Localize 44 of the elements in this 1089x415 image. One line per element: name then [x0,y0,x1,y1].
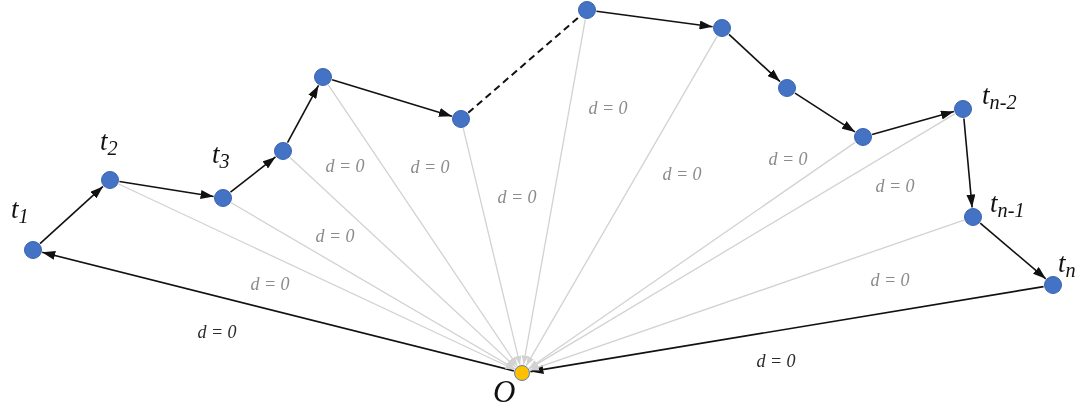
point-marker [214,189,232,207]
arrow [117,183,515,371]
point-marker [24,241,42,259]
point-marker [578,1,596,19]
point-marker [314,68,332,86]
point-label: O [493,376,516,407]
arrow [528,141,856,369]
point-label: t$_{n}$ [1058,250,1076,277]
point-label: t$_{1}$ [11,196,29,223]
arrow [331,79,453,117]
connector-line [467,15,581,114]
arrow [529,219,965,371]
arrow [794,92,856,133]
arrow [525,35,718,367]
arrow [230,202,516,370]
point-marker [854,128,872,146]
arrow [728,33,781,83]
point-marker [101,171,119,189]
origin-marker [514,365,530,381]
arrow [327,84,518,367]
arrow [595,10,714,30]
arrow [41,251,515,372]
arrow [529,285,1045,374]
arrow [39,185,104,245]
arrow [871,110,955,136]
arrow [521,18,586,366]
point-marker [964,208,982,226]
point-label: t$_{2}$ [100,128,118,155]
arrow [286,84,320,144]
point-label: t$_{n-1}$ [990,190,1025,217]
point-marker [954,100,972,118]
point-marker [1044,276,1062,294]
arrow [528,113,956,370]
arrow [118,180,215,199]
point-marker [274,142,292,160]
arrow [289,156,517,368]
arrow [963,117,976,209]
point-marker [778,79,796,97]
point-label: t$_{n-2}$ [982,82,1017,109]
point-marker [452,110,470,128]
arrow [979,222,1047,280]
point-marker [713,19,731,37]
point-label: t$_{3}$ [212,141,230,168]
arrow [462,127,522,366]
